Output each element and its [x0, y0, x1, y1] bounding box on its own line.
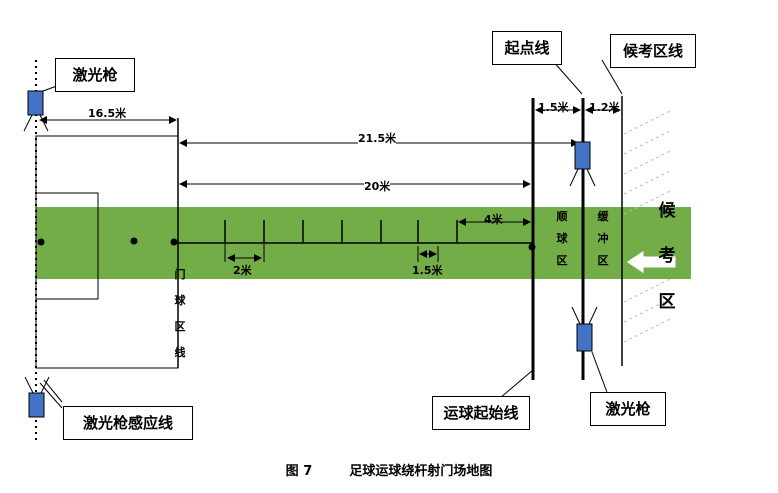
waiting-hatch [623, 109, 673, 343]
laser-gun-top-left [23, 90, 49, 132]
dribble-start-line-label: 运球起始线 [432, 396, 530, 430]
figure-title: 足球运球绕杆射门场地图 [349, 464, 493, 479]
waiting-line-label: 候考区线 [610, 34, 696, 68]
laser-gun-bottom-left [24, 376, 50, 418]
waiting-zone-char-2: 考 [658, 246, 676, 266]
laser-sense-line-label: 激光枪感应线 [63, 406, 193, 440]
laser-gun-bottom-right-label: 激光枪 [590, 392, 666, 426]
laser-gun-top-label: 激光枪 [55, 58, 135, 92]
start-line-label: 起点线 [492, 31, 562, 65]
laser-gun-top-right [569, 141, 596, 187]
buffer-zone-label: 缓 冲 区 [597, 210, 609, 267]
figure-caption: 图 7 足球运球绕杆射门场地图 [0, 460, 778, 479]
dim-4-label: 4米 [484, 213, 503, 226]
waiting-zone-char-1: 候 [658, 201, 676, 221]
dim-1-2-top-label: 1.2米 [589, 101, 620, 114]
entry-arrow-icon [625, 249, 677, 275]
ball-spot-3 [170, 238, 178, 246]
laser-gun-bottom-right [571, 306, 598, 352]
ball-spot-2 [130, 237, 138, 245]
figure-number: 图 7 [285, 464, 313, 479]
dim-2-label: 2米 [233, 264, 252, 277]
waiting-zone-char-3: 区 [658, 292, 676, 312]
dim-1-5-top-label: 1.5米 [538, 101, 569, 114]
dim-20-label: 20米 [364, 178, 391, 194]
dim-16-5-label: 16.5米 [88, 107, 127, 120]
goal-zone-line-label: 门 球 区 线 [174, 268, 186, 359]
dim-21-5-label: 21.5米 [358, 130, 397, 146]
sprint-zone-label: 顺 球 区 [556, 210, 568, 267]
ball-spot-1 [37, 238, 45, 246]
dim-1-5-gap-label: 1.5米 [412, 264, 443, 277]
